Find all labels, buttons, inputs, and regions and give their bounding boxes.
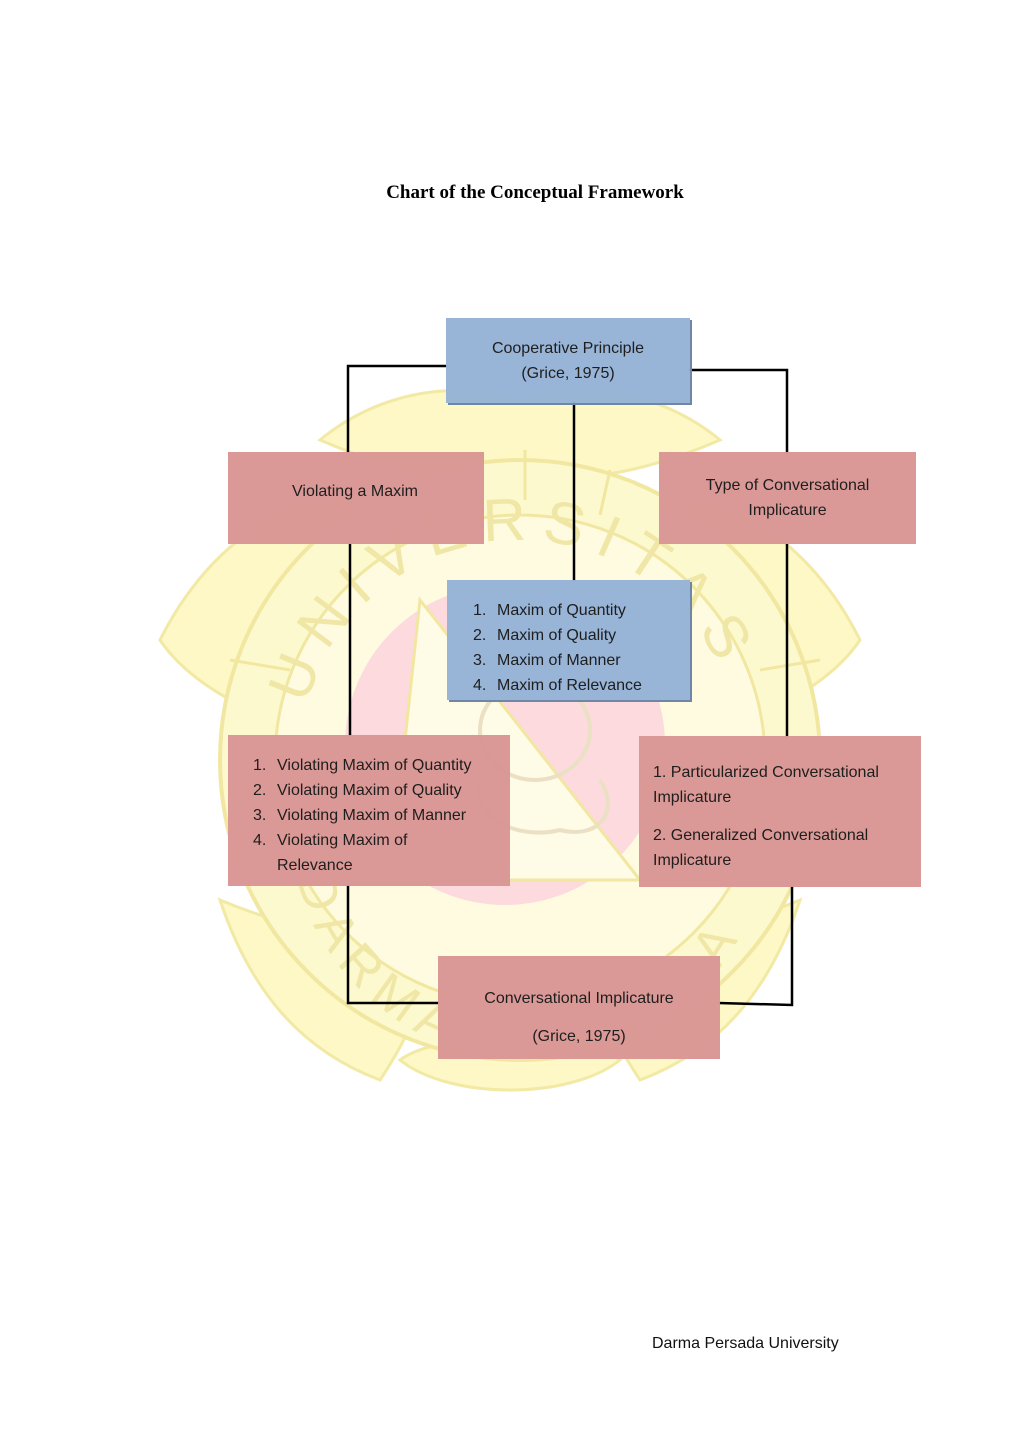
list-number: 2. [473, 627, 487, 644]
list-item: 2. Violating Maxim of Quality [253, 778, 510, 803]
list-text: Maxim of Manner [497, 652, 621, 669]
connector-cp-to-violating [346, 364, 448, 454]
list-text: Maxim of Relevance [497, 677, 642, 694]
footer-university: Darma Persada University [652, 1335, 839, 1352]
list-item: 3. Violating Maxim of Manner [253, 803, 510, 828]
violations-box: 1. Violating Maxim of Quantity 2. Violatin… [228, 735, 510, 886]
violating-a-maxim-box: Violating a Maxim [228, 452, 484, 544]
list-text: Violating Maxim of Manner [277, 807, 467, 824]
cooperative-principle-box: Cooperative Principle (Grice, 1975) [446, 318, 690, 403]
list-item: 1. Violating Maxim of Quantity [253, 753, 510, 778]
type-of-implicature-box: Type of Conversational Implicature [659, 452, 916, 544]
list-text: Maxim of Quantity [497, 602, 626, 619]
conversational-implicature-box: Conversational Implicature (Grice, 1975) [438, 956, 720, 1059]
list-number: 2. [253, 782, 267, 799]
list-text: Violating Maxim of Relevance [277, 832, 408, 874]
type-of-implicature-line2: Implicature [748, 502, 827, 519]
generalized-implicature: 2. Generalized Conversational Implicatur… [653, 827, 869, 869]
maxims-list: 1. Maxim of Quantity 2. Maxim of Quality 3… [473, 598, 690, 698]
connector-types-to-implicature [718, 885, 794, 1007]
list-text: Violating Maxim of Quantity [277, 757, 472, 774]
particularized-implicature: 1. Particularized Conversational Implica… [653, 764, 879, 806]
violations-list: 1. Violating Maxim of Quantity 2. Violatin… [253, 753, 510, 878]
conversational-implicature-citation: (Grice, 1975) [532, 1028, 626, 1045]
page-title: Chart of the Conceptual Framework [386, 182, 684, 203]
list-item: 4. Violating Maxim of Relevance [253, 828, 453, 878]
cooperative-principle-citation: (Grice, 1975) [521, 364, 615, 382]
cooperative-principle-label: Cooperative Principle [491, 339, 645, 357]
connector-cp-to-type [688, 368, 789, 454]
list-item: 1. Maxim of Quantity [473, 598, 690, 623]
list-item: 3. Maxim of Manner [473, 648, 690, 673]
connector-violations-to-implicature [346, 884, 440, 1005]
list-number: 1. [473, 602, 487, 619]
list-number: 4. [253, 832, 267, 849]
list-text: Maxim of Quality [497, 627, 617, 644]
list-number: 1. [253, 757, 267, 774]
list-number: 3. [253, 807, 267, 824]
list-item: 4. Maxim of Relevance [473, 673, 690, 698]
list-number: 4. [473, 677, 487, 694]
type-of-implicature-line1: Type of Conversational [705, 477, 870, 494]
list-text: Violating Maxim of Quality [277, 782, 462, 799]
implicature-types-box: 1. Particularized Conversational Implica… [639, 736, 921, 887]
maxims-box: 1. Maxim of Quantity 2. Maxim of Quality 3… [447, 580, 690, 700]
violating-a-maxim-label: Violating a Maxim [292, 483, 418, 500]
list-item: 2. Maxim of Quality [473, 623, 690, 648]
list-number: 3. [473, 652, 487, 669]
conversational-implicature-label: Conversational Implicature [484, 990, 674, 1007]
